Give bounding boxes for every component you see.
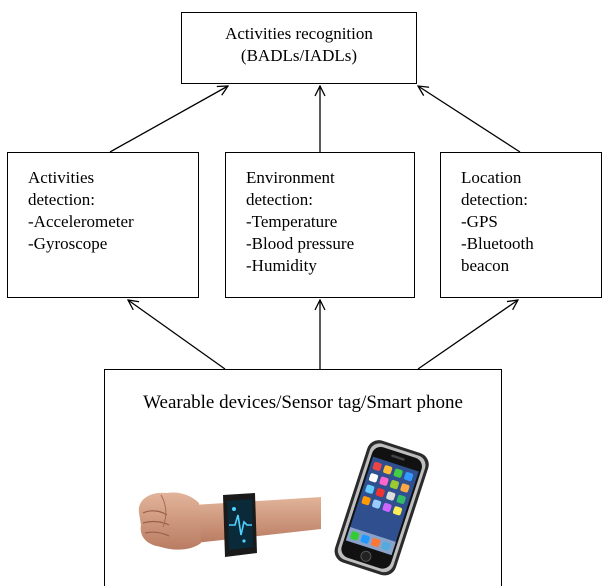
wrist-band-image bbox=[138, 492, 321, 557]
activities-recognition-box: Activities recognition (BADLs/IADLs) bbox=[181, 12, 417, 84]
recognition-line-1: Activities recognition bbox=[225, 24, 373, 43]
activities-line: -Accelerometer bbox=[28, 212, 134, 231]
smartphone-image bbox=[334, 440, 429, 576]
location-detection-text: Location detection: -GPS -Bluetooth beac… bbox=[461, 167, 534, 277]
location-line: beacon bbox=[461, 256, 510, 275]
activities-line: -Gyroscope bbox=[28, 234, 108, 253]
environment-line: -Humidity bbox=[246, 256, 317, 275]
environment-detection-text: Environment detection: -Temperature -Blo… bbox=[246, 167, 354, 277]
recognition-line-2: (BADLs/IADLs) bbox=[240, 46, 358, 65]
arrow-devices-to-activities bbox=[128, 300, 226, 370]
activities-line: Activities bbox=[28, 168, 95, 187]
arrow-devices-to-location bbox=[417, 300, 518, 370]
environment-detection-box: Environment detection: -Temperature -Blo… bbox=[225, 152, 415, 298]
activities-detection-text: Activities detection: -Accelerometer -Gy… bbox=[28, 167, 134, 255]
environment-line: detection: bbox=[246, 190, 314, 209]
location-detection-box: Location detection: -GPS -Bluetooth beac… bbox=[440, 152, 602, 298]
app-icons bbox=[345, 461, 414, 556]
devices-box: Wearable devices/Sensor tag/Smart phone bbox=[104, 369, 502, 586]
activities-detection-box: Activities detection: -Accelerometer -Gy… bbox=[7, 152, 199, 298]
arrow-location-to-recognition bbox=[418, 86, 521, 153]
recognition-title: Activities recognition (BADLs/IADLs) bbox=[182, 13, 416, 67]
location-line: -Bluetooth bbox=[461, 234, 534, 253]
location-line: -GPS bbox=[461, 212, 498, 231]
devices-title: Wearable devices/Sensor tag/Smart phone bbox=[143, 392, 463, 413]
arrow-activities-to-recognition bbox=[109, 86, 228, 153]
environment-line: Environment bbox=[246, 168, 335, 187]
location-line: Location bbox=[461, 168, 522, 187]
environment-line: -Blood pressure bbox=[246, 234, 355, 253]
location-line: detection: bbox=[461, 190, 529, 209]
environment-line: -Temperature bbox=[246, 212, 338, 231]
activities-line: detection: bbox=[28, 190, 96, 209]
